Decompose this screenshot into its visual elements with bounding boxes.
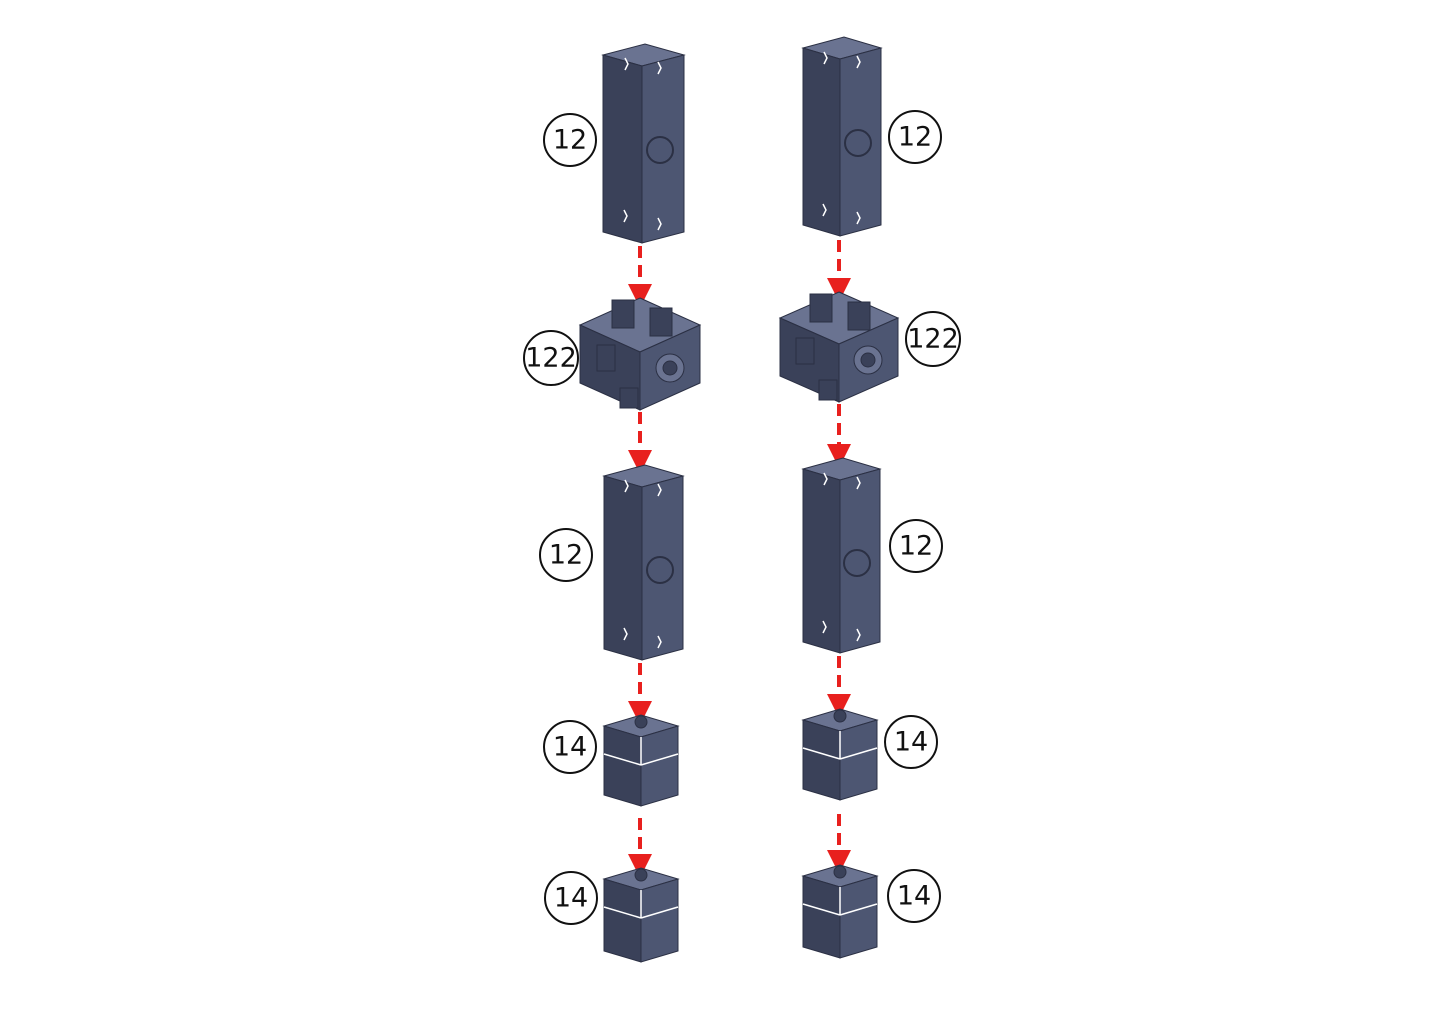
callout-foot-block: 14 xyxy=(888,870,940,922)
tube-part xyxy=(604,465,683,660)
tube-part xyxy=(803,458,880,653)
callout-label: 12 xyxy=(898,122,932,153)
callout-label: 122 xyxy=(525,343,577,374)
callout-tube: 12 xyxy=(889,111,941,163)
callout-label: 12 xyxy=(549,540,583,571)
callout-label: 14 xyxy=(553,732,587,763)
foot-block-part xyxy=(604,715,678,806)
callout-tube: 12 xyxy=(540,529,592,581)
callout-label: 14 xyxy=(897,881,931,912)
callout-connector: 122 xyxy=(524,331,578,385)
callout-tube: 12 xyxy=(544,114,596,166)
tube-part xyxy=(603,44,684,243)
stack-left: 12 122 xyxy=(524,44,700,962)
connector-part xyxy=(780,292,898,402)
tube-part xyxy=(803,37,881,236)
foot-block-part xyxy=(803,709,877,800)
callout-connector: 122 xyxy=(906,312,960,366)
callout-label: 122 xyxy=(907,324,959,355)
callout-foot-block: 14 xyxy=(545,872,597,924)
callout-label: 12 xyxy=(553,125,587,156)
callout-foot-block: 14 xyxy=(544,721,596,773)
callout-label: 12 xyxy=(899,531,933,562)
foot-block-part xyxy=(604,868,678,962)
foot-block-part xyxy=(803,865,877,958)
callout-label: 14 xyxy=(894,727,928,758)
callout-tube: 12 xyxy=(890,520,942,572)
connector-part xyxy=(580,298,700,410)
callout-foot-block: 14 xyxy=(885,716,937,768)
callout-label: 14 xyxy=(554,883,588,914)
stack-right: 12 122 xyxy=(780,37,960,958)
